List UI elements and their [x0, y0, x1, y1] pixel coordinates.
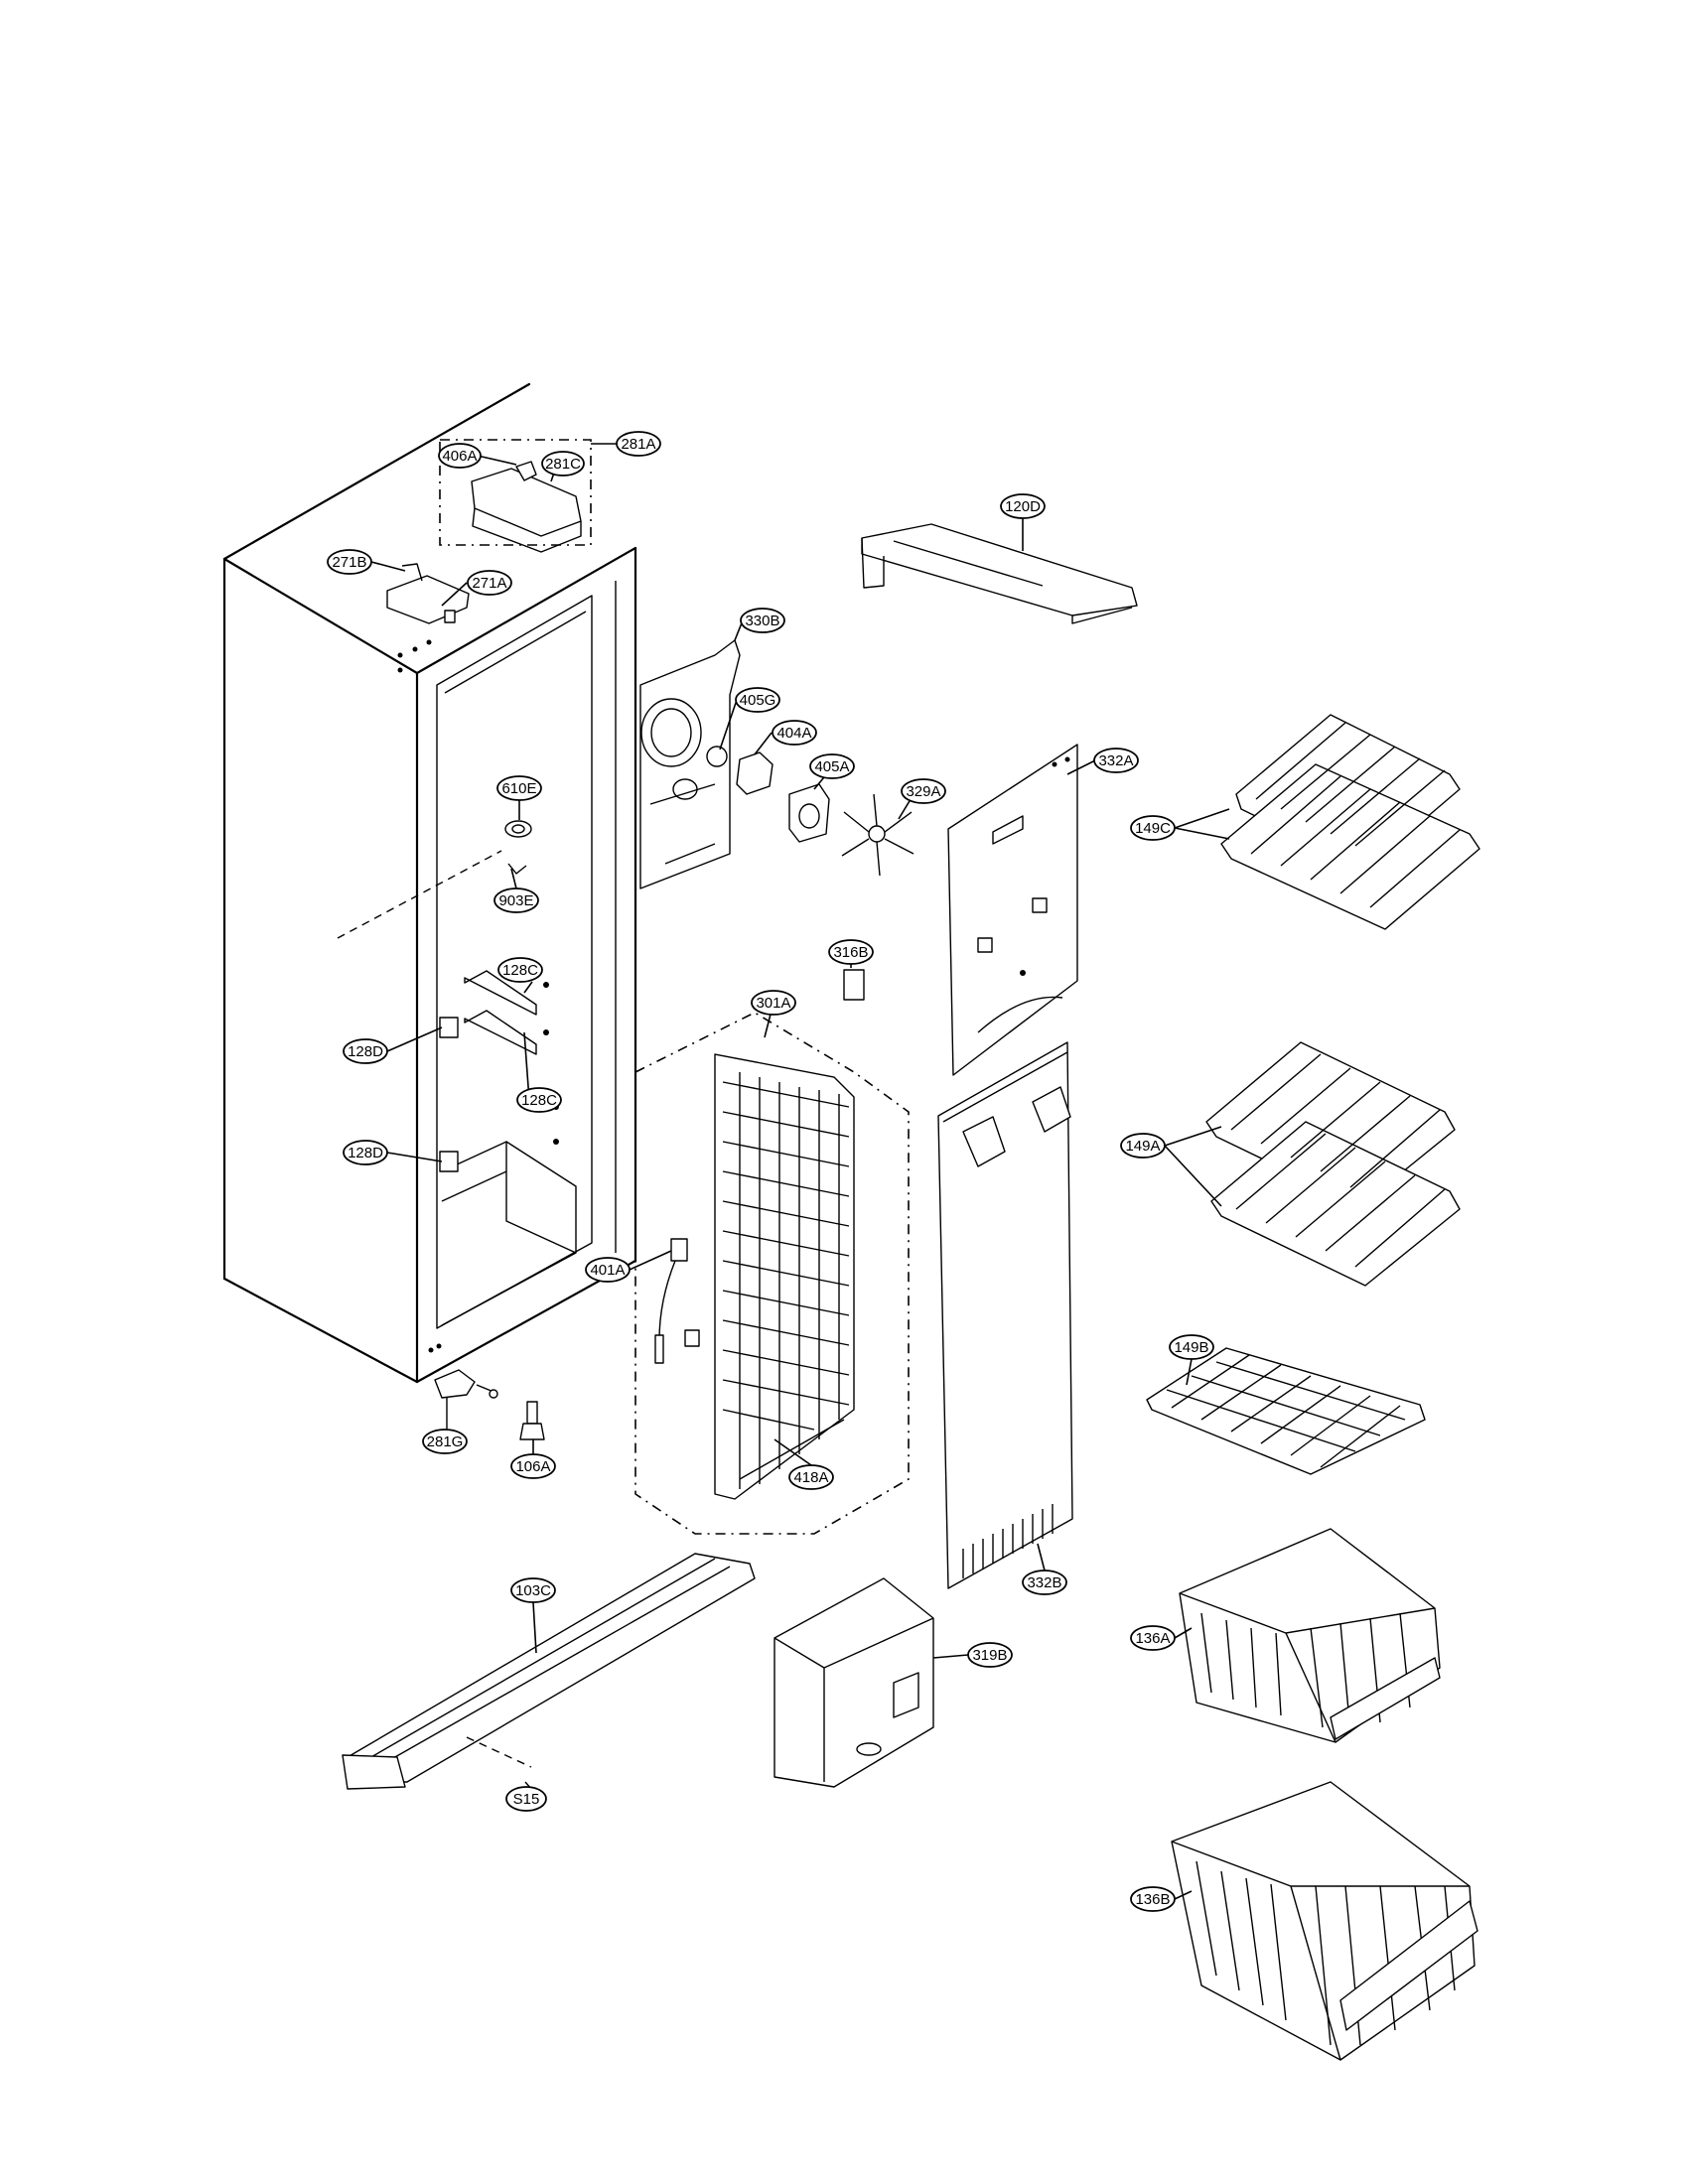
svg-text:319B: 319B	[972, 1647, 1007, 1664]
svg-text:271B: 271B	[332, 554, 366, 571]
leader-lines	[370, 443, 1230, 1900]
callout-401a: 401A	[585, 1257, 631, 1283]
callout-128c-upper: 128C	[497, 957, 543, 983]
callout-330b: 330B	[740, 608, 785, 633]
part-103c-drawing	[342, 1553, 756, 1790]
callout-404a: 404A	[772, 720, 817, 746]
part-281a-drawing	[439, 439, 592, 553]
svg-text:903E: 903E	[498, 892, 533, 909]
part-120d-drawing	[861, 523, 1138, 624]
svg-text:128C: 128C	[521, 1092, 557, 1109]
shelf-149a-drawing	[1205, 1041, 1461, 1287]
callout-103c: 103C	[510, 1577, 556, 1603]
callout-136b: 136B	[1130, 1886, 1176, 1912]
part-301a-drawing	[634, 1012, 910, 1535]
svg-text:281A: 281A	[621, 436, 655, 453]
svg-text:103C: 103C	[515, 1582, 551, 1599]
shelf-149c-drawing	[1220, 714, 1480, 930]
callout-281a: 281A	[616, 431, 661, 457]
svg-text:406A: 406A	[442, 448, 477, 465]
svg-text:149A: 149A	[1125, 1138, 1160, 1155]
svg-text:120D: 120D	[1005, 498, 1041, 515]
callout-128c-lower: 128C	[516, 1087, 562, 1113]
part-330b-drawing	[639, 639, 914, 889]
callout-149a: 149A	[1120, 1133, 1166, 1159]
svg-text:329A: 329A	[906, 783, 940, 800]
shelf-149b-drawing	[1146, 1347, 1426, 1475]
callout-316b: 316B	[828, 939, 874, 965]
callout-120d: 120D	[1000, 493, 1046, 519]
svg-text:332A: 332A	[1098, 752, 1133, 769]
svg-text:128D: 128D	[348, 1145, 383, 1161]
basket-136b-drawing	[1171, 1781, 1478, 2061]
svg-text:405G: 405G	[740, 692, 776, 709]
svg-text:301A: 301A	[756, 995, 790, 1012]
callout-149b: 149B	[1169, 1334, 1214, 1360]
callout-271a: 271A	[467, 570, 512, 596]
svg-text:404A: 404A	[776, 725, 811, 742]
callout-s15: S15	[505, 1786, 547, 1812]
svg-text:136A: 136A	[1135, 1630, 1170, 1647]
callout-405g: 405G	[735, 687, 780, 713]
svg-text:401A: 401A	[590, 1262, 625, 1279]
svg-text:S15: S15	[513, 1791, 540, 1808]
callout-281c: 281C	[541, 451, 585, 477]
callout-329a: 329A	[901, 778, 946, 804]
callout-271b: 271B	[327, 549, 372, 575]
basket-136a-drawing	[1179, 1528, 1441, 1743]
callout-405a: 405A	[809, 753, 855, 779]
callout-106a: 106A	[510, 1453, 556, 1479]
callout-418a: 418A	[788, 1464, 834, 1490]
callout-281g: 281G	[422, 1429, 468, 1454]
svg-text:149C: 149C	[1135, 820, 1171, 837]
hinge-leg-drawing	[434, 1369, 545, 1440]
part-316b-drawing	[843, 969, 865, 1001]
svg-text:106A: 106A	[515, 1458, 550, 1475]
svg-text:332B: 332B	[1027, 1574, 1061, 1591]
svg-text:405A: 405A	[814, 758, 849, 775]
part-271-drawing	[386, 563, 470, 624]
callout-903e: 903E	[493, 887, 539, 913]
svg-text:128D: 128D	[348, 1043, 383, 1060]
callout-610e: 610E	[496, 775, 542, 801]
svg-text:418A: 418A	[793, 1469, 828, 1486]
part-319b-drawing	[774, 1577, 934, 1788]
part-332b-drawing	[937, 1041, 1073, 1589]
svg-text:281C: 281C	[545, 456, 581, 473]
callout-128d-upper: 128D	[343, 1038, 388, 1064]
svg-text:128C: 128C	[502, 962, 538, 979]
callout-128d-lower: 128D	[343, 1140, 388, 1165]
callout-149c: 149C	[1130, 815, 1176, 841]
callout-332b: 332B	[1022, 1570, 1067, 1595]
liner-parts-drawing	[337, 820, 559, 1172]
svg-text:330B: 330B	[745, 613, 779, 629]
svg-text:136B: 136B	[1135, 1891, 1170, 1908]
svg-text:271A: 271A	[472, 575, 506, 592]
callout-406a: 406A	[438, 443, 482, 469]
svg-text:281G: 281G	[427, 1433, 464, 1450]
cabinet-drawing	[222, 382, 637, 1384]
callout-301a: 301A	[751, 990, 796, 1016]
part-332a-drawing	[947, 744, 1078, 1076]
svg-text:316B: 316B	[833, 944, 868, 961]
callout-319b: 319B	[967, 1642, 1013, 1668]
svg-text:610E: 610E	[501, 780, 536, 797]
callout-332a: 332A	[1093, 748, 1139, 773]
callout-136a: 136A	[1130, 1625, 1176, 1651]
svg-text:149B: 149B	[1174, 1339, 1208, 1356]
